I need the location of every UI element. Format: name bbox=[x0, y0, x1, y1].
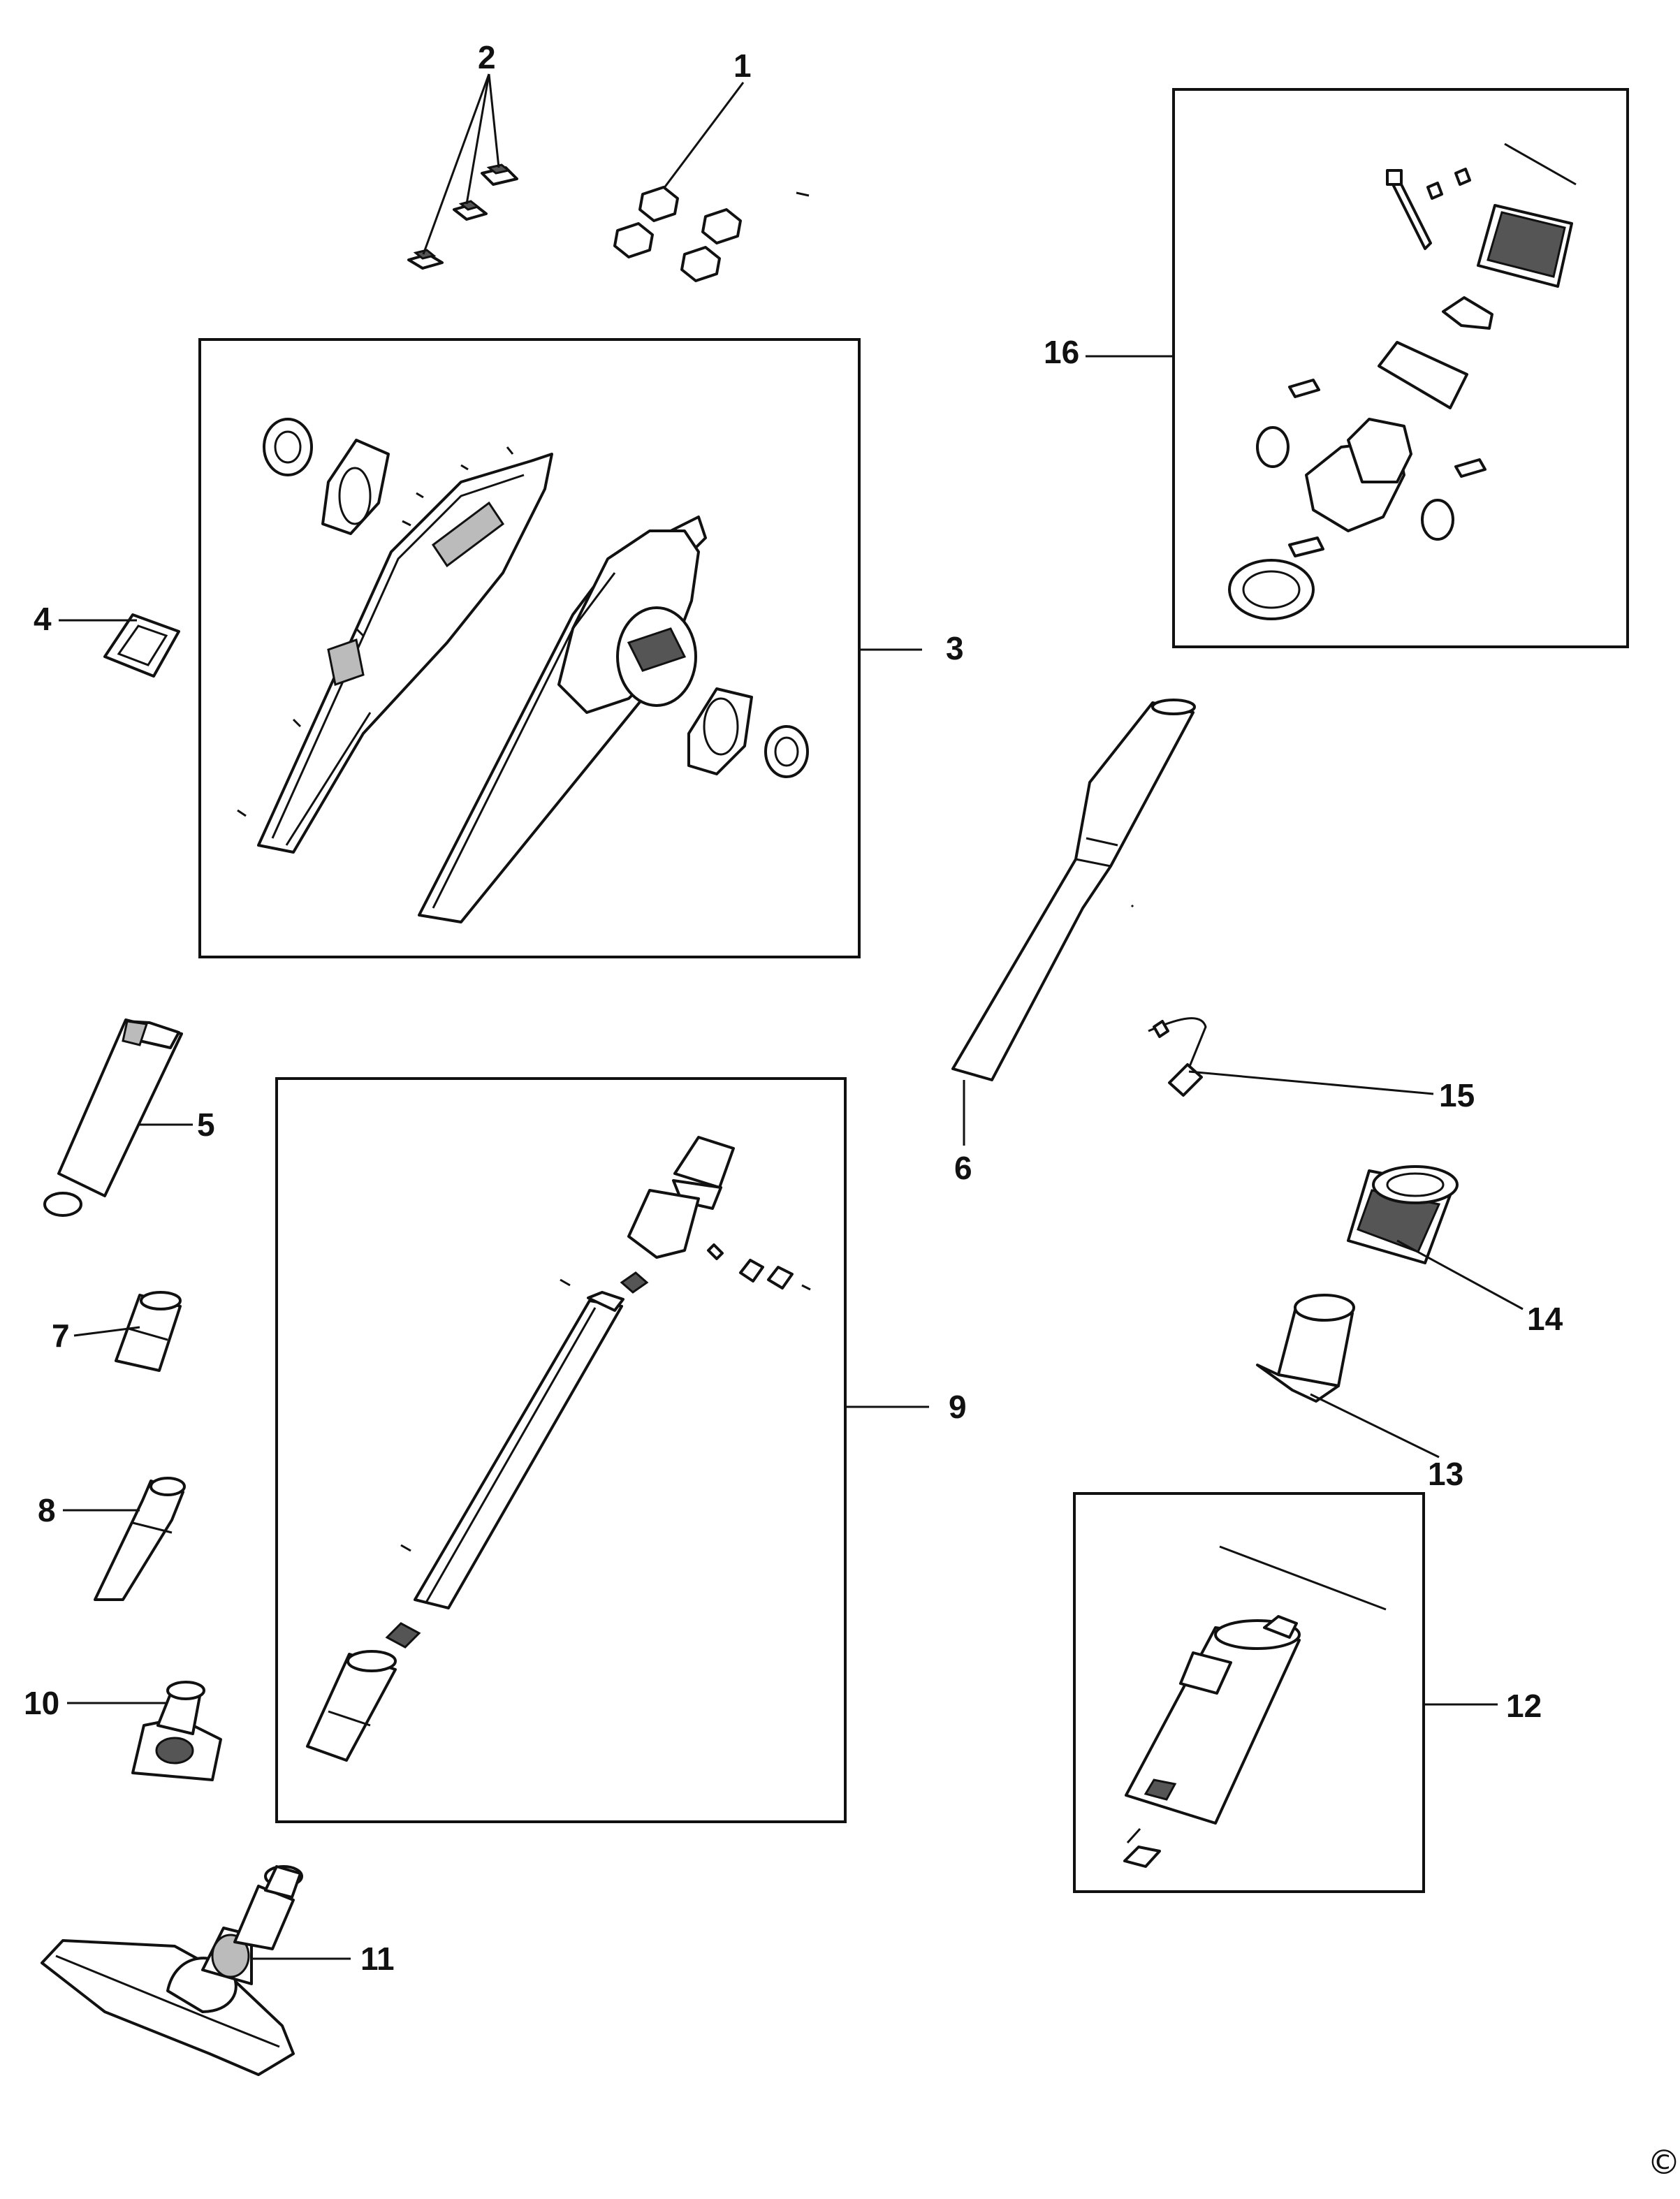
callout-4: 4 bbox=[34, 601, 137, 637]
part-16-motor-assembly bbox=[1228, 143, 1577, 620]
part-6-tube bbox=[951, 699, 1196, 1081]
callout-8: 8 bbox=[38, 1492, 140, 1528]
callout-label-10: 10 bbox=[24, 1685, 59, 1721]
callout-label-5: 5 bbox=[197, 1106, 215, 1143]
callout-3: 3 bbox=[859, 630, 964, 666]
callout-label-4: 4 bbox=[34, 601, 52, 637]
callout-11: 11 bbox=[253, 1941, 395, 1977]
callout-label-6: 6 bbox=[954, 1150, 972, 1186]
callout-9: 9 bbox=[845, 1389, 967, 1425]
callout-label-7: 7 bbox=[52, 1317, 70, 1354]
group-frame-12 bbox=[1073, 1492, 1425, 1893]
callout-10: 10 bbox=[24, 1685, 168, 1721]
part-9-wand-assembly bbox=[306, 1136, 811, 1762]
callout-15: 15 bbox=[1188, 1070, 1475, 1113]
group-frame-3 bbox=[198, 338, 861, 958]
callout-label-12: 12 bbox=[1506, 1688, 1542, 1724]
callout-label-8: 8 bbox=[38, 1492, 56, 1528]
part-7-adapter bbox=[115, 1291, 182, 1372]
callout-label-16: 16 bbox=[1044, 334, 1079, 370]
part-12-battery-pack bbox=[1123, 1545, 1387, 1868]
part-14-filter bbox=[1347, 1165, 1459, 1264]
part-2-clips bbox=[407, 163, 518, 270]
part-10-brush-tool bbox=[131, 1681, 222, 1781]
callout-14: 14 bbox=[1396, 1239, 1563, 1337]
part-3-housing bbox=[237, 418, 809, 923]
part-13-filter-sleeve bbox=[1256, 1294, 1355, 1403]
callout-label-3: 3 bbox=[946, 630, 964, 666]
part-1-clips bbox=[613, 186, 810, 282]
part-15-switch bbox=[1148, 1017, 1207, 1097]
callout-label-15: 15 bbox=[1439, 1077, 1475, 1113]
callout-12: 12 bbox=[1424, 1688, 1542, 1724]
group-frame-9 bbox=[275, 1077, 847, 1823]
part-8-crevice-nozzle bbox=[94, 1477, 186, 1601]
callout-label-11: 11 bbox=[360, 1941, 395, 1977]
callout-7: 7 bbox=[52, 1317, 140, 1354]
callout-2: 2 bbox=[422, 39, 500, 255]
copyright-mark: © bbox=[1647, 2143, 1680, 2182]
part-5-crevice-tool bbox=[43, 1018, 183, 1217]
part-4-filter-pad bbox=[103, 613, 180, 678]
callout-13: 13 bbox=[1310, 1393, 1463, 1492]
callout-16: 16 bbox=[1044, 334, 1174, 370]
callout-label-14: 14 bbox=[1527, 1301, 1563, 1337]
group-frame-16 bbox=[1172, 88, 1629, 648]
callout-1: 1 bbox=[662, 48, 752, 189]
callout-label-2: 2 bbox=[478, 39, 496, 75]
callout-label-13: 13 bbox=[1428, 1456, 1463, 1492]
part-11-floor-head bbox=[41, 1865, 303, 2076]
callout-label-9: 9 bbox=[949, 1389, 967, 1425]
callout-label-1: 1 bbox=[733, 48, 752, 84]
callout-5: 5 bbox=[140, 1106, 215, 1143]
callout-6: 6 bbox=[954, 1080, 972, 1186]
